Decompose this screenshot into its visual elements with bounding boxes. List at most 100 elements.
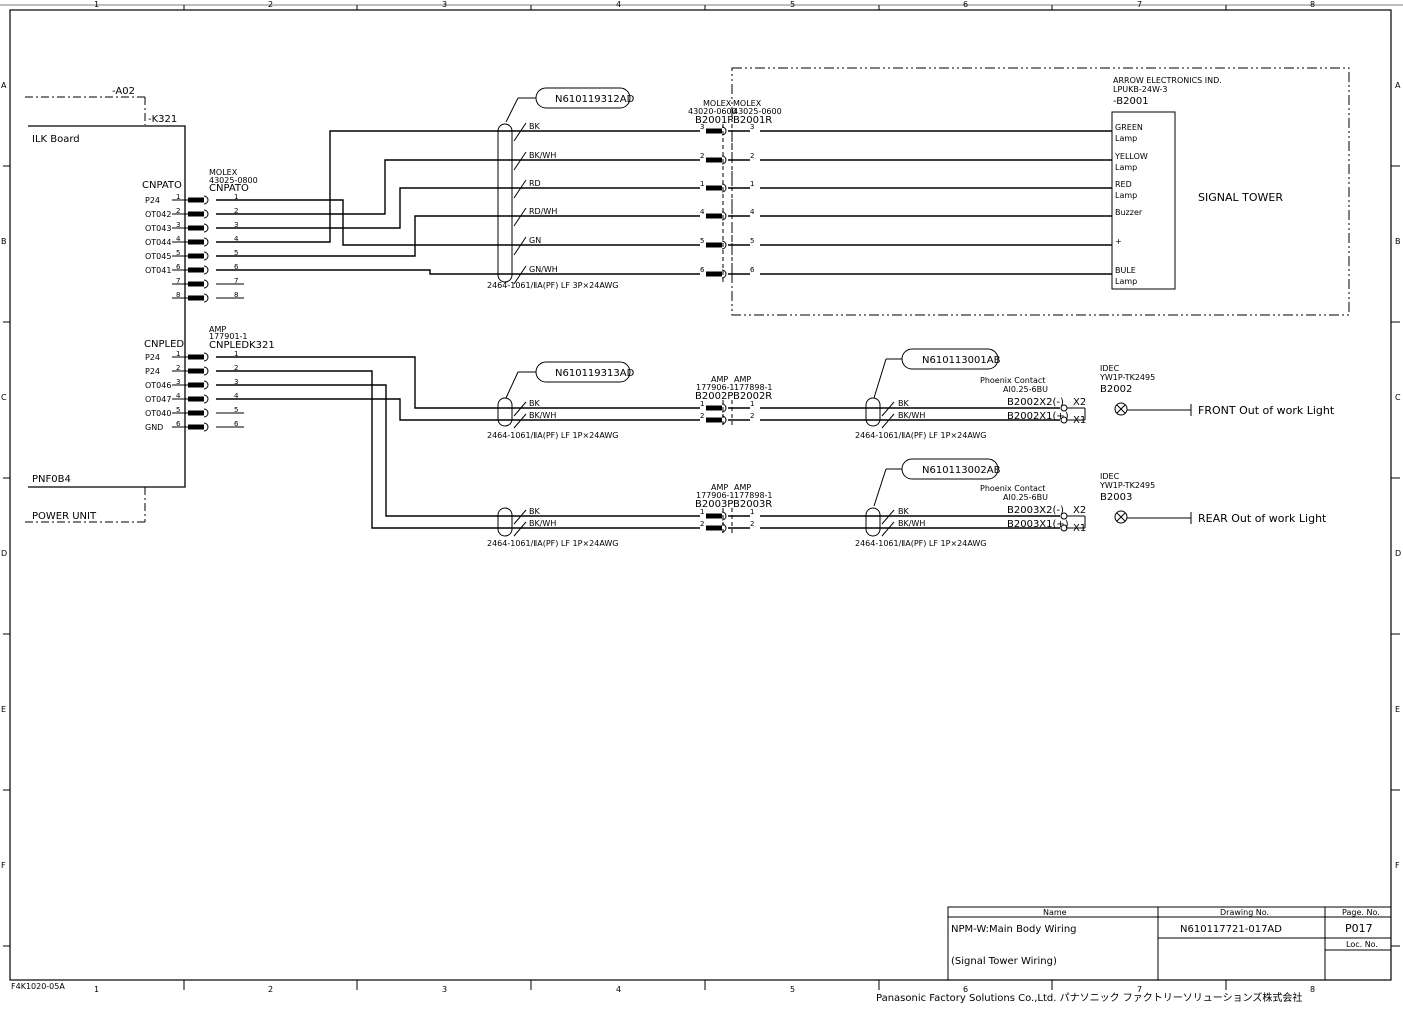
x2-label: X2: [1073, 397, 1086, 408]
cnpato-pin-number: 3: [176, 221, 180, 229]
cnpato-signal: P24: [145, 196, 160, 205]
cnpled-signal: P24: [145, 353, 160, 362]
pin-number-p: 1: [700, 508, 704, 516]
contact-maker: Phoenix Contact: [980, 484, 1045, 493]
cnpled-pin-number-mate: 6: [234, 420, 239, 428]
lamp-maker: IDEC: [1100, 364, 1120, 373]
company-name: Panasonic Factory Solutions Co.,Ltd. パナソ…: [876, 991, 1302, 1004]
cnpato-pin: [188, 293, 209, 303]
tb-name-line1: NPM-W:Main Body Wiring: [951, 924, 1077, 935]
tower-terminal-label: GREEN: [1115, 123, 1143, 132]
cnpled-pin-number: 4: [176, 392, 181, 400]
cnpato-pin: [188, 195, 209, 205]
cnpato-signal: OT041: [145, 266, 171, 275]
tower-title: SIGNAL TOWER: [1198, 191, 1283, 204]
cnpled-signal: OT046: [145, 381, 171, 390]
conn-name-r: B2003R: [733, 499, 772, 510]
col-label: 3: [442, 985, 447, 994]
cnpato-pin: [188, 223, 209, 233]
cnpato-pin: [188, 237, 209, 247]
cnpato-pin-number: 6: [176, 263, 181, 271]
conn-part-p: 177906-1: [696, 491, 735, 500]
cnpled-pin: [188, 366, 209, 376]
x1-terminal-label: B2003X1(+): [1007, 519, 1069, 530]
conn-name-p: B2003P: [695, 499, 733, 510]
col-label: 6: [963, 0, 968, 9]
cnpato-header: CNPATO: [142, 180, 182, 191]
tower-wire-color: BK/WH: [529, 151, 556, 160]
tb-drawing-header: Drawing No.: [1220, 908, 1269, 917]
wire-color-2: BK: [898, 507, 909, 516]
row-label: B: [1, 237, 7, 246]
pin-number-r: 5: [750, 237, 754, 245]
wire-color-2: BK: [898, 399, 909, 408]
col-label: 8: [1310, 0, 1315, 9]
cable-tag-front-2: N610113001AB: [873, 348, 1001, 399]
lamp-symbol-icon: [1114, 402, 1128, 416]
lamp-name: FRONT Out of work Light: [1198, 404, 1335, 417]
ilk-board-label: ILK Board: [32, 134, 80, 145]
tower-terminal-label: +: [1115, 237, 1122, 246]
conn-maker-p: AMP: [711, 483, 728, 492]
cnpato-pin-number-mate: 5: [234, 249, 238, 257]
cnpled-pin: [188, 422, 209, 432]
row-label: E: [1, 705, 6, 714]
cnpato-pin: [188, 265, 209, 275]
tower-model: LPUKB-24W-3: [1113, 85, 1168, 94]
cnpato-maker: MOLEX: [209, 168, 238, 177]
lamp-name: REAR Out of work Light: [1198, 512, 1327, 525]
b2001r-name: B2001R: [733, 115, 772, 126]
col-label: 4: [616, 0, 621, 9]
cnpato-pin-number-mate: 7: [234, 277, 238, 285]
cable-spec-2: 2464-1061/ⅡA(PF) LF 1P×24AWG: [855, 431, 986, 440]
tb-name-header: Name: [1043, 908, 1067, 917]
cable-tag-front: N610119313AD: [505, 361, 635, 399]
tower-terminal-group: GREENLampYELLOWLampREDLampBuzzer+BULELam…: [1114, 123, 1148, 286]
lamp-ref: B2002: [1100, 384, 1132, 395]
tower-terminal-label: Buzzer: [1115, 208, 1143, 217]
cnpled-maker: AMP: [209, 325, 226, 334]
cnpato-signal: OT043: [145, 224, 171, 233]
cnpled-signal: OT040: [145, 409, 171, 418]
contact-part: AI0.25-6BU: [1003, 493, 1048, 502]
pin-number-p: 6: [700, 266, 705, 274]
cnpato-pin: [188, 209, 209, 219]
cnpato-signal: OT045: [145, 252, 171, 261]
tower-terminal-label: RED: [1115, 180, 1132, 189]
x2-label: X2: [1073, 505, 1086, 516]
tower-ref: -B2001: [1113, 96, 1149, 107]
cnpled-pin-number-mate: 3: [234, 378, 238, 386]
col-label: 1: [94, 985, 99, 994]
wire-color-2: BK/WH: [898, 519, 925, 528]
pin-number-r: 2: [750, 520, 754, 528]
drawing-frame: [0, 4, 1403, 990]
tower-lamp-label: Lamp: [1115, 277, 1137, 286]
tb-page-no: P017: [1345, 922, 1373, 935]
conn-part-r: 177898-1: [734, 491, 773, 500]
row-label: C: [1, 393, 7, 402]
pin-number-p: 3: [700, 123, 704, 131]
pin-number-p: 2: [700, 520, 704, 528]
cnpato-pin-number-mate: 4: [234, 235, 239, 243]
tower-terminal-label: YELLOW: [1114, 152, 1148, 161]
col-label: 2: [268, 985, 273, 994]
front-cable-tag: N610119313AD: [555, 368, 635, 379]
tb-drawing-no: N610117721-017AD: [1180, 924, 1282, 935]
pnf-label: PNF0B4: [32, 474, 71, 485]
cable-tag-tower: N610119312AD: [505, 87, 635, 123]
a02-label: -A02: [112, 86, 135, 97]
cnpato-pin-number-mate: 3: [234, 221, 238, 229]
tower-maker: ARROW ELECTRONICS IND.: [1113, 76, 1222, 85]
cnpato-pin-number-mate: 1: [234, 193, 238, 201]
conn-maker-p: AMP: [711, 375, 728, 384]
col-label: 3: [442, 0, 447, 9]
lamp-model: YW1P-TK2495: [1099, 481, 1155, 490]
row-label: F: [1, 861, 6, 870]
